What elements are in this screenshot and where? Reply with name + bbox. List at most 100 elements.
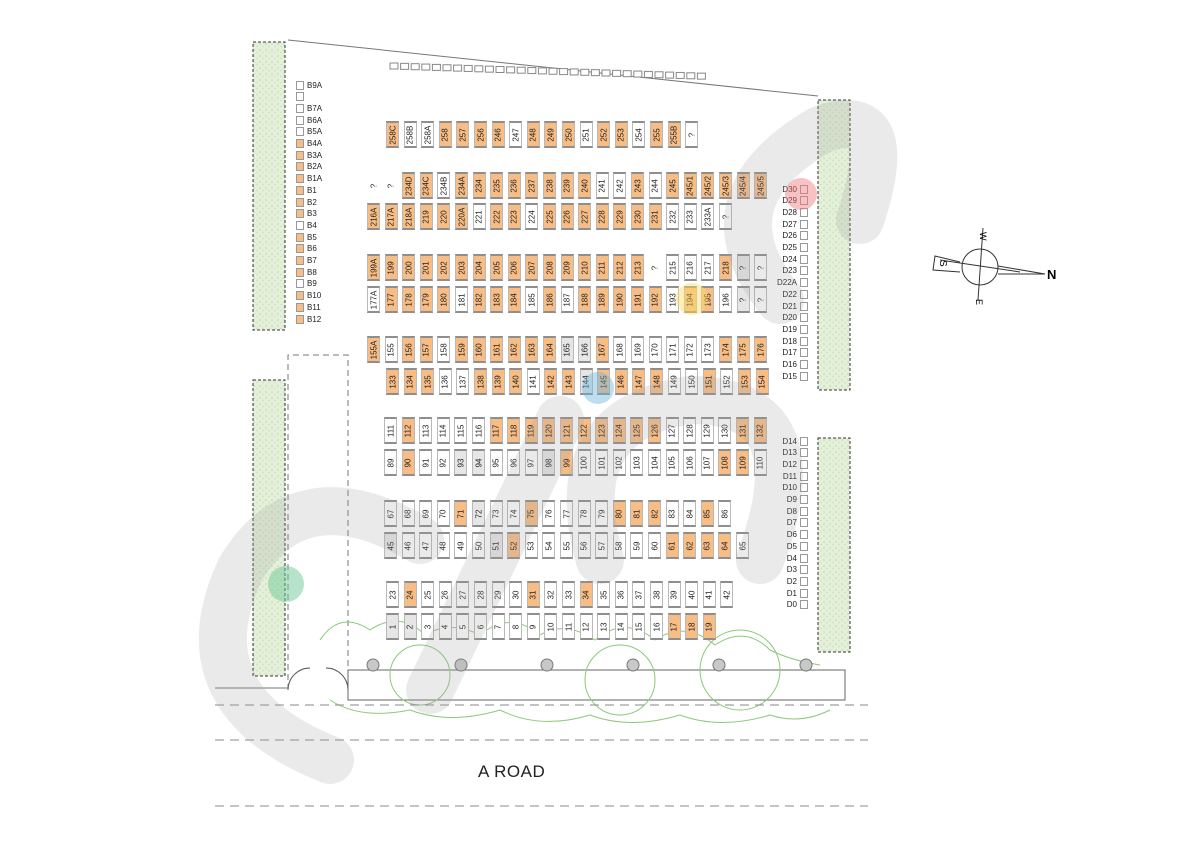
d-unit[interactable]: D25	[782, 243, 808, 253]
storage-unit[interactable]: 102	[612, 449, 626, 476]
storage-unit[interactable]: 203	[455, 254, 468, 281]
storage-unit[interactable]: 187	[560, 286, 574, 313]
storage-unit[interactable]: 52	[507, 532, 521, 559]
storage-unit[interactable]: 161	[490, 336, 504, 363]
storage-unit[interactable]: 79	[595, 500, 609, 527]
storage-unit[interactable]: 5	[456, 613, 470, 640]
storage-unit[interactable]: 213	[631, 254, 644, 281]
storage-unit[interactable]: 108	[718, 449, 732, 476]
storage-unit[interactable]: 125	[630, 417, 644, 444]
storage-unit[interactable]: 3	[421, 613, 435, 640]
b-unit[interactable]: B7A	[296, 103, 322, 113]
storage-unit[interactable]: 119	[524, 417, 538, 444]
storage-unit[interactable]: 238	[543, 172, 556, 199]
storage-unit[interactable]: 80	[612, 500, 626, 527]
storage-unit[interactable]: 221	[472, 203, 486, 230]
d-unit[interactable]: D14	[782, 436, 808, 446]
b-unit[interactable]: B5A	[296, 127, 322, 137]
storage-unit[interactable]: 41	[702, 581, 716, 608]
storage-unit[interactable]: 155A	[367, 336, 380, 363]
storage-unit[interactable]: 231	[648, 203, 662, 230]
storage-unit[interactable]: 124	[612, 417, 626, 444]
storage-unit[interactable]: 23	[386, 581, 399, 608]
storage-unit[interactable]: 50	[472, 532, 485, 559]
storage-unit[interactable]: 152	[720, 368, 734, 395]
storage-unit[interactable]: 71	[454, 500, 468, 527]
b-unit[interactable]: B12	[296, 314, 321, 324]
storage-unit[interactable]: 90	[401, 449, 415, 476]
storage-unit[interactable]: 154	[755, 368, 769, 395]
storage-unit[interactable]: 211	[595, 254, 609, 281]
storage-unit[interactable]: 219	[419, 203, 433, 230]
storage-unit[interactable]: 14	[614, 613, 628, 640]
storage-unit[interactable]: 7	[491, 613, 505, 640]
storage-unit[interactable]: 200	[402, 254, 416, 281]
d-unit[interactable]: D3	[787, 565, 808, 575]
storage-unit[interactable]: 35	[597, 581, 611, 608]
storage-unit[interactable]: 149	[667, 368, 681, 395]
storage-unit[interactable]: 99	[560, 449, 573, 476]
storage-unit[interactable]: 162	[507, 336, 521, 363]
storage-unit[interactable]: 53	[524, 532, 538, 559]
storage-unit[interactable]: 195	[701, 286, 715, 313]
storage-unit[interactable]: 103	[630, 449, 644, 476]
storage-unit[interactable]: 227	[578, 203, 592, 230]
d-unit[interactable]: D24	[782, 254, 808, 264]
d-unit[interactable]: D10	[782, 483, 808, 493]
d-unit[interactable]: D17	[782, 348, 808, 358]
storage-unit[interactable]: 189	[595, 286, 609, 313]
storage-unit[interactable]: 222	[490, 203, 504, 230]
storage-unit[interactable]: ?	[685, 121, 699, 148]
storage-unit[interactable]: 245/1	[683, 172, 697, 199]
b-unit[interactable]: B3	[296, 209, 317, 219]
storage-unit[interactable]: 160	[472, 336, 486, 363]
storage-unit[interactable]: 178	[402, 286, 416, 313]
storage-unit[interactable]: 166	[578, 336, 592, 363]
storage-unit[interactable]: 245/3	[719, 172, 732, 199]
storage-unit[interactable]: 19	[702, 613, 716, 640]
storage-unit[interactable]: 240	[578, 172, 592, 199]
storage-unit[interactable]: 34	[579, 581, 593, 608]
storage-unit[interactable]: 137	[456, 368, 470, 395]
storage-unit[interactable]: 156	[402, 336, 416, 363]
storage-unit[interactable]: 131	[736, 417, 749, 444]
storage-unit[interactable]: 24	[403, 581, 417, 608]
storage-unit[interactable]: 135	[421, 368, 435, 395]
storage-unit[interactable]: 250	[562, 121, 575, 148]
b-unit[interactable]: B2A	[296, 162, 322, 172]
storage-unit[interactable]: 17	[667, 613, 681, 640]
storage-unit[interactable]: 16	[650, 613, 663, 640]
b-unit[interactable]: B2	[296, 197, 317, 207]
storage-unit[interactable]: 143	[562, 368, 575, 395]
d-unit[interactable]: D27	[782, 219, 808, 229]
storage-unit[interactable]: 255	[650, 121, 663, 148]
storage-unit[interactable]: 232	[666, 203, 680, 230]
storage-unit[interactable]: 39	[667, 581, 681, 608]
storage-unit[interactable]: 55	[560, 532, 573, 559]
storage-unit[interactable]: 128	[683, 417, 697, 444]
storage-unit[interactable]: 59	[630, 532, 644, 559]
storage-unit[interactable]: 244	[648, 172, 662, 199]
storage-unit[interactable]: 252	[597, 121, 611, 148]
storage-unit[interactable]: 65	[736, 532, 749, 559]
storage-unit[interactable]: 167	[595, 336, 609, 363]
storage-unit[interactable]: 258B	[403, 121, 417, 148]
storage-unit[interactable]: 230	[631, 203, 644, 230]
d-unit[interactable]: D13	[782, 448, 808, 458]
storage-unit[interactable]: 57	[595, 532, 609, 559]
storage-unit[interactable]: 145	[597, 368, 611, 395]
storage-unit[interactable]: 37	[632, 581, 646, 608]
storage-unit[interactable]: 212	[613, 254, 627, 281]
storage-unit[interactable]: 216	[683, 254, 697, 281]
storage-unit[interactable]: 258	[438, 121, 452, 148]
b-unit[interactable]	[296, 92, 307, 102]
storage-unit[interactable]: 85	[700, 500, 714, 527]
b-unit[interactable]: B8	[296, 267, 317, 277]
storage-unit[interactable]: 224	[525, 203, 539, 230]
storage-unit[interactable]: 129	[700, 417, 714, 444]
b-unit[interactable]: B6A	[296, 115, 322, 125]
storage-unit[interactable]: 179	[419, 286, 433, 313]
storage-unit[interactable]: 60	[648, 532, 661, 559]
d-unit[interactable]: D12	[782, 459, 808, 469]
storage-unit[interactable]: 158	[437, 336, 451, 363]
